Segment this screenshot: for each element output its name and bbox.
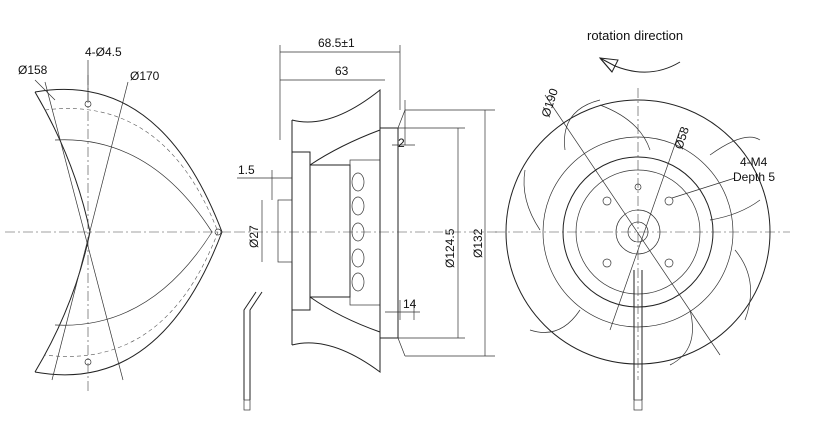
dim-overall-length: 68.5±1 <box>318 36 355 50</box>
mount-hole <box>214 228 222 236</box>
dim-threads: 4-M4 <box>740 155 768 169</box>
dim-1-5: 1.5 <box>238 163 255 177</box>
rotation-arrow-icon <box>599 57 681 73</box>
dim-dia-124-5: Ø124.5 <box>443 228 457 268</box>
dim-dia-58: Ø58 <box>672 125 692 151</box>
left-view: Ø158 4-Ø4.5 Ø170 <box>5 45 235 392</box>
mount-hole <box>84 100 92 108</box>
motor-housing <box>309 164 351 298</box>
dim-depth: Depth 5 <box>733 170 775 184</box>
dim-dia-132: Ø132 <box>471 228 485 258</box>
mount-hole <box>84 358 92 366</box>
dim-length-63: 63 <box>335 64 349 78</box>
dim-dia-158: Ø158 <box>18 63 48 77</box>
dim-dia-27: Ø27 <box>247 225 261 248</box>
front-view: rotation direction Ø190 Ø58 4-M4 Depth <box>495 28 790 411</box>
ring-inner-edge <box>54 139 213 326</box>
dim-14: 14 <box>403 297 417 311</box>
dim-holes: 4-Ø4.5 <box>85 45 122 59</box>
side-view: 68.5±1 63 2 Ø124.5 Ø132 14 <box>235 36 500 411</box>
motor-shaft-hub <box>277 199 293 263</box>
rotation-direction-label: rotation direction <box>587 28 683 43</box>
dim-dia-170: Ø170 <box>130 69 160 83</box>
inlet-ring <box>379 127 399 339</box>
motor-flange <box>291 151 311 311</box>
dim-2: 2 <box>398 136 405 150</box>
